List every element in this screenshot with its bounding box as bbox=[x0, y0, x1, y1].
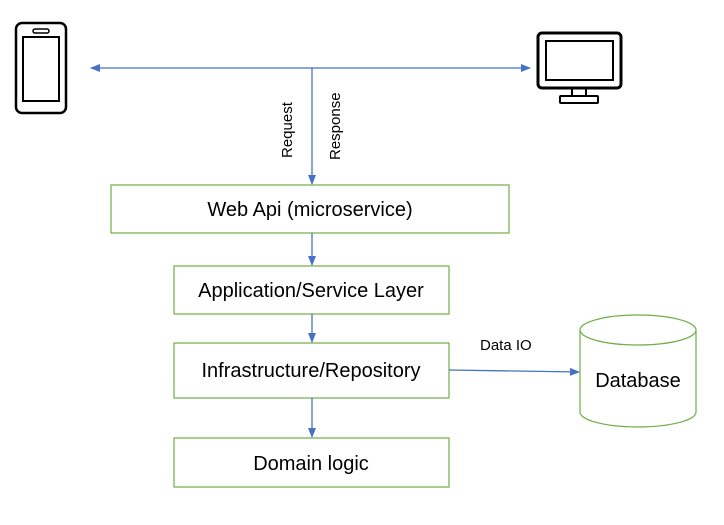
smartphone-icon bbox=[14, 21, 68, 115]
infrastructure-label: Infrastructure/Repository bbox=[202, 360, 421, 382]
application-layer-label: Application/Service Layer bbox=[198, 280, 424, 302]
infrastructure-box: Infrastructure/Repository bbox=[173, 342, 450, 399]
domain-logic-label: Domain logic bbox=[253, 453, 369, 475]
domain-logic-box: Domain logic bbox=[173, 437, 450, 488]
database-label: Database bbox=[595, 370, 681, 392]
response-label: Response bbox=[327, 92, 344, 160]
monitor-icon bbox=[536, 31, 623, 104]
infrastructure-to-database-arrow bbox=[448, 367, 580, 376]
web-api-box: Web Api (microservice) bbox=[110, 184, 510, 234]
request-label: Request bbox=[279, 101, 296, 158]
application-layer-box: Application/Service Layer bbox=[173, 265, 450, 315]
data-io-label: Data IO bbox=[480, 337, 532, 354]
web-api-label: Web Api (microservice) bbox=[207, 199, 412, 221]
database-cylinder-icon: Database bbox=[579, 314, 697, 428]
